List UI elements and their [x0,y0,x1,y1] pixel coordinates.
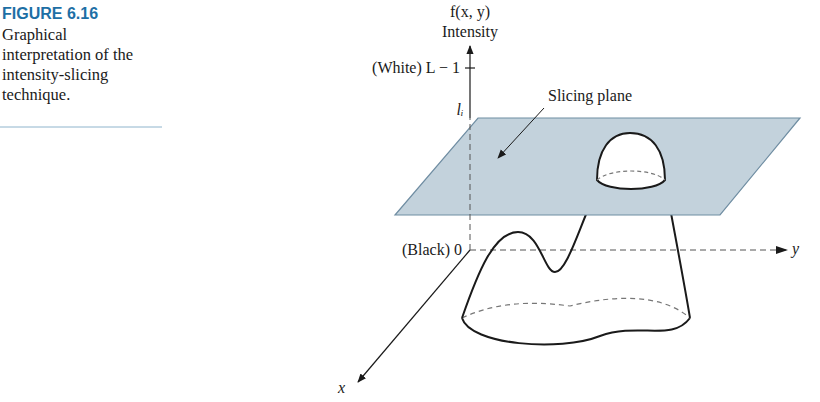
slicing-plane [395,118,800,215]
surface-base-front [462,318,690,344]
surface-cap-back [597,171,665,180]
y-axis-label: y [792,239,799,259]
surface-cap [597,133,665,189]
y-axis-dashed [470,250,786,251]
figure-caption: Graphical interpretation of the intensit… [2,25,160,105]
leader-line [498,108,544,158]
axis-function-label: f(x, y) [450,2,490,22]
surface-base-back [462,298,690,318]
caption-rule [0,127,162,128]
y-axis-arrowhead [776,246,788,254]
intensity-axis [469,46,470,118]
black-level-label: (Black) 0 [402,240,462,260]
slice-level-label: lᵢ [457,100,464,120]
x-axis-label: x [338,378,345,398]
white-level-label: (White) L − 1 [372,58,460,78]
plane-label: Slicing plane [548,86,632,106]
figure-number: FIGURE 6.16 [2,4,98,24]
x-axis [358,250,470,382]
axis-tick [465,67,475,68]
axis-name-label: Intensity [442,22,498,42]
intensity-axis-dashed [470,118,471,250]
